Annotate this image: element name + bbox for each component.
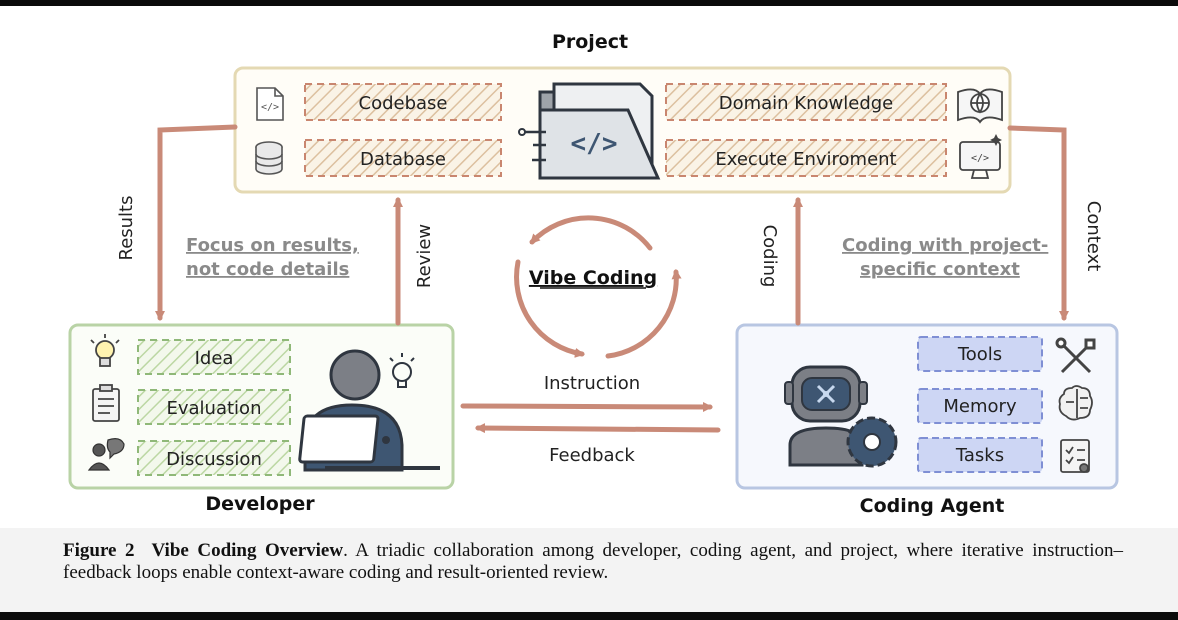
code-folder-icon: </> bbox=[518, 82, 661, 180]
agent-item-tasks: Tasks bbox=[917, 437, 1043, 473]
left-note-line1: Focus on results, bbox=[186, 235, 359, 256]
caption-text: . A triadic collaboration among develope… bbox=[63, 540, 1123, 583]
developer-person-icon bbox=[298, 349, 440, 472]
agent-item-memory: Memory bbox=[917, 388, 1043, 424]
coding-label: Coding bbox=[759, 225, 780, 288]
caption-figure-number: Figure 2 bbox=[63, 540, 135, 561]
svg-text:Idea: Idea bbox=[195, 348, 234, 369]
bottom-border bbox=[0, 612, 1178, 620]
idea-bulb-icon bbox=[389, 353, 415, 388]
svg-text:Codebase: Codebase bbox=[359, 93, 448, 114]
figure-caption: Figure 2 Vibe Coding Overview. A triadic… bbox=[63, 540, 1123, 584]
right-note-line1: Coding with project- bbox=[842, 235, 1048, 256]
top-border bbox=[0, 0, 1178, 6]
svg-text:Database: Database bbox=[360, 149, 446, 170]
project-panel: Project Codebase Database Domain Knowled… bbox=[233, 31, 1012, 194]
context-arrow bbox=[1007, 125, 1069, 321]
left-note-line2: not code details bbox=[186, 259, 349, 280]
robot-agent-icon bbox=[784, 365, 868, 467]
project-title: Project bbox=[552, 31, 628, 53]
caption-background bbox=[0, 528, 1178, 612]
caption-title: Vibe Coding Overview bbox=[151, 540, 344, 561]
svg-text:Execute Enviroment: Execute Enviroment bbox=[715, 149, 896, 170]
tools-icon bbox=[1055, 337, 1096, 374]
results-arrow bbox=[155, 124, 238, 321]
brain-chip-icon bbox=[1058, 385, 1093, 421]
monitor-code-icon: </> bbox=[959, 134, 1002, 179]
gear-icon bbox=[846, 416, 898, 468]
svg-text:Memory: Memory bbox=[943, 396, 1017, 417]
project-item-database: Database bbox=[304, 139, 502, 177]
database-icon bbox=[255, 141, 283, 175]
right-note-line2: specific context bbox=[860, 259, 1020, 280]
project-item-codebase: Codebase bbox=[304, 83, 502, 121]
svg-text:</>: </> bbox=[571, 129, 618, 159]
agent-item-tools: Tools bbox=[917, 336, 1043, 372]
feedback-label: Feedback bbox=[549, 445, 635, 466]
code-file-icon: </> bbox=[256, 87, 284, 121]
clipboard-icon bbox=[92, 384, 120, 422]
instruction-arrow bbox=[460, 401, 713, 412]
agent-title: Coding Agent bbox=[860, 495, 1005, 517]
svg-text:Tasks: Tasks bbox=[955, 445, 1004, 466]
developer-item-discussion: Discussion bbox=[137, 440, 291, 476]
svg-text:Tools: Tools bbox=[957, 344, 1002, 365]
svg-text:</>: </> bbox=[261, 102, 279, 113]
developer-item-evaluation: Evaluation bbox=[137, 389, 291, 425]
results-label: Results bbox=[116, 196, 137, 261]
arrows bbox=[155, 124, 1069, 434]
instruction-label: Instruction bbox=[544, 373, 640, 394]
vibe-coding-diagram: Project Codebase Database Domain Knowled… bbox=[68, 31, 1119, 517]
vibe-coding-cycle bbox=[514, 215, 682, 359]
context-label: Context bbox=[1083, 201, 1104, 272]
svg-text:Domain Knowledge: Domain Knowledge bbox=[719, 93, 894, 114]
discussion-people-icon bbox=[87, 438, 125, 471]
project-item-execute-environment: Execute Enviroment bbox=[665, 139, 947, 177]
developer-item-idea: Idea bbox=[137, 339, 291, 375]
developer-panel: Developer Idea Evaluation Discussion bbox=[68, 323, 455, 515]
svg-text:</>: </> bbox=[971, 153, 989, 164]
svg-text:Discussion: Discussion bbox=[166, 449, 262, 470]
feedback-arrow bbox=[475, 423, 721, 434]
lightbulb-icon bbox=[90, 334, 120, 367]
review-label: Review bbox=[414, 224, 435, 288]
agent-panel: Coding Agent Tools Memory Tasks bbox=[735, 323, 1119, 517]
project-item-domain-knowledge: Domain Knowledge bbox=[665, 83, 947, 121]
knowledge-book-icon bbox=[957, 88, 1003, 124]
vibe-coding-label: Vibe Coding bbox=[529, 267, 657, 289]
svg-text:Evaluation: Evaluation bbox=[167, 398, 262, 419]
task-checklist-icon bbox=[1060, 439, 1090, 473]
developer-title: Developer bbox=[205, 493, 315, 515]
